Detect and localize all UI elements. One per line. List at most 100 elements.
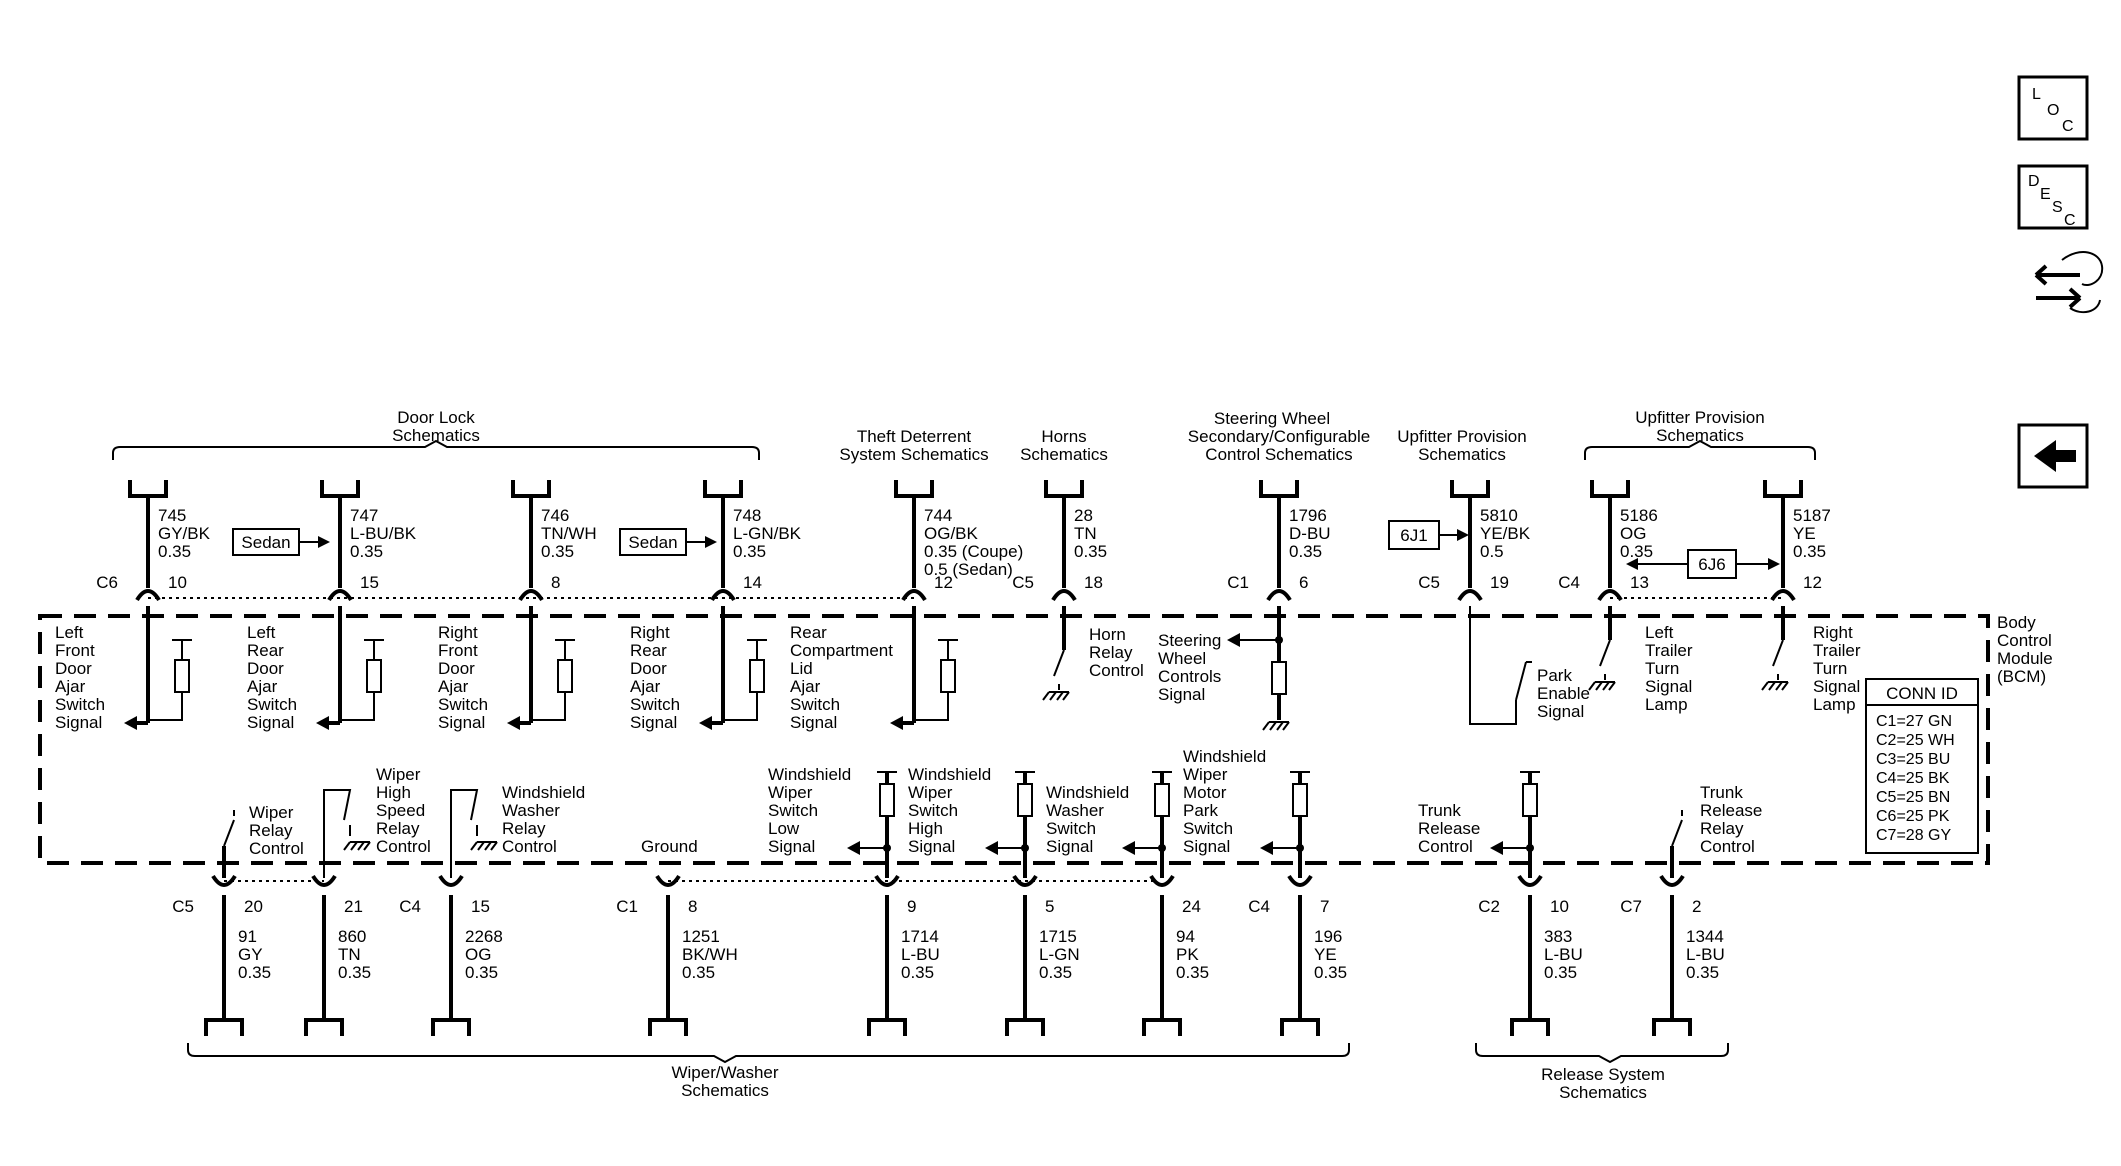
- signal-label: Switch: [790, 695, 840, 714]
- top-wire-10[interactable]: 745GY/BK0.3510C6LeftFrontDoorAjarSwitchS…: [55, 480, 211, 732]
- signal-arrow: [1227, 633, 1240, 647]
- connector-pin: [1457, 589, 1483, 602]
- harness-terminal: [1142, 1018, 1182, 1036]
- theft-deterrent-schematics-link[interactable]: Theft Deterrent System Schematics: [839, 427, 988, 464]
- steering-wheel-schematics-link[interactable]: Steering Wheel Secondary/Configurable Co…: [1188, 409, 1370, 464]
- signal-label: Front: [438, 641, 478, 660]
- wiper-washer-schematics-link[interactable]: Wiper/Washer Schematics: [187, 1043, 1350, 1100]
- signal-label: Left: [55, 623, 84, 642]
- signal-label: Windshield: [908, 765, 991, 784]
- relay-driver: [323, 789, 352, 878]
- signal-arrow: [985, 841, 998, 855]
- wire-spec: YE: [1314, 945, 1337, 964]
- signal-label: Signal: [438, 713, 485, 732]
- pullup-resistor: [1522, 783, 1538, 817]
- option-6j1-tag: 6J1: [1388, 520, 1469, 550]
- signal-label: Switch: [630, 695, 680, 714]
- pullup-resistor: [940, 659, 956, 693]
- svg-text:System Schematics: System Schematics: [839, 445, 988, 464]
- svg-text:Schematics: Schematics: [392, 426, 480, 445]
- pin-number: 10: [1550, 897, 1569, 916]
- signal-label: Ground: [641, 837, 698, 856]
- pin-number: 8: [551, 573, 560, 592]
- pin-number: 10: [168, 573, 187, 592]
- svg-text:C: C: [2062, 118, 2074, 135]
- wire-spec: OG: [1620, 524, 1646, 543]
- signal-label: Controls: [1158, 667, 1221, 686]
- pin-number: 21: [344, 897, 363, 916]
- pullup-resistor: [749, 659, 765, 693]
- signal-label: Relay: [502, 819, 546, 838]
- harness-terminal: [1005, 1018, 1045, 1036]
- wire-spec: YE/BK: [1480, 524, 1531, 543]
- top-wire-15[interactable]: 747L-BU/BK0.3515LeftRearDoorAjarSwitchSi…: [247, 480, 417, 732]
- bottom-wire-15[interactable]: 15C42268OG0.35WindshieldWasherRelayContr…: [399, 783, 585, 1036]
- bottom-wire-7[interactable]: 7C4196YE0.35WindshieldWiperMotorParkSwit…: [1183, 747, 1347, 1036]
- signal-label: Signal: [1183, 837, 1230, 856]
- horns-schematics-link[interactable]: Horns Schematics: [1020, 427, 1108, 464]
- signal-label: Left: [1645, 623, 1674, 642]
- wire-spec: 383: [1544, 927, 1572, 946]
- signal-label: Door: [247, 659, 284, 678]
- pin-number: 12: [1803, 573, 1822, 592]
- svg-text:Sedan: Sedan: [628, 533, 677, 552]
- signal-label: Turn: [1645, 659, 1679, 678]
- connector-id: C4: [399, 897, 421, 916]
- wire-spec: 196: [1314, 927, 1342, 946]
- conn-id-table: CONN ID C1=27 GN C2=25 WH C3=25 BU C4=25…: [1865, 678, 1979, 854]
- signal-arrow: [699, 716, 712, 730]
- signal-label: Windshield: [1183, 747, 1266, 766]
- wire-spec: 0.35: [350, 542, 383, 561]
- signal-label: Rear: [247, 641, 284, 660]
- switch-symbol: [1599, 639, 1611, 680]
- svg-text:C4=25 BK: C4=25 BK: [1876, 770, 1950, 787]
- bottom-wire-group: 20C591GY0.35WiperRelayControl21860TN0.35…: [172, 747, 1762, 1036]
- signal-label: Steering: [1158, 631, 1221, 650]
- signal-label: Rear: [630, 641, 667, 660]
- back-arrow-button[interactable]: [2017, 423, 2089, 489]
- upfitter-provision-schematics-link-2[interactable]: Upfitter Provision Schematics: [1584, 408, 1816, 460]
- upfitter-provision-schematics-link[interactable]: Upfitter Provision Schematics: [1397, 427, 1526, 464]
- svg-text:Sedan: Sedan: [241, 533, 290, 552]
- bottom-wire-5[interactable]: 51715L-GN0.35WindshieldWiperSwitchHighSi…: [908, 765, 1080, 1036]
- svg-text:6J1: 6J1: [1400, 526, 1427, 545]
- connector-swap-icon[interactable]: [2034, 251, 2104, 314]
- connector-id: C6: [96, 573, 118, 592]
- wire-spec: 5186: [1620, 506, 1658, 525]
- park-enable-circuit: [1469, 606, 1532, 725]
- svg-text:C1=27 GN: C1=27 GN: [1876, 713, 1952, 730]
- harness-terminal: [304, 1018, 344, 1036]
- signal-label: Signal: [1813, 677, 1860, 696]
- top-wire-8[interactable]: 746TN/WH0.358RightFrontDoorAjarSwitchSig…: [438, 480, 597, 732]
- top-wire-14[interactable]: 748L-GN/BK0.3514RightRearDoorAjarSwitchS…: [630, 480, 802, 732]
- desc-button[interactable]: D E S C: [2017, 164, 2089, 230]
- signal-label: Windshield: [502, 783, 585, 802]
- door-lock-schematics-link[interactable]: Door Lock Schematics: [112, 408, 760, 460]
- signal-label: Signal: [1537, 702, 1584, 721]
- signal-label: Horn: [1089, 625, 1126, 644]
- bottom-wire-9[interactable]: 91714L-BU0.35WindshieldWiperSwitchLowSig…: [768, 765, 940, 1036]
- svg-text:Body: Body: [1997, 613, 2036, 632]
- loc-button[interactable]: L O C: [2017, 75, 2089, 141]
- release-system-schematics-link[interactable]: Release System Schematics: [1475, 1043, 1729, 1102]
- signal-label: Lid: [790, 659, 813, 678]
- signal-label: Trunk: [1700, 783, 1743, 802]
- connector-id: C5: [1418, 573, 1440, 592]
- bcm-module-label: Body Control Module (BCM): [1997, 613, 2053, 686]
- top-wire-6[interactable]: 1796D-BU0.356C1SteeringWheelControlsSign…: [1158, 480, 1331, 731]
- svg-text:O: O: [2047, 102, 2059, 119]
- wire-spec: 0.35: [465, 963, 498, 982]
- signal-label: Lamp: [1645, 695, 1688, 714]
- ground-symbol: [1042, 691, 1070, 701]
